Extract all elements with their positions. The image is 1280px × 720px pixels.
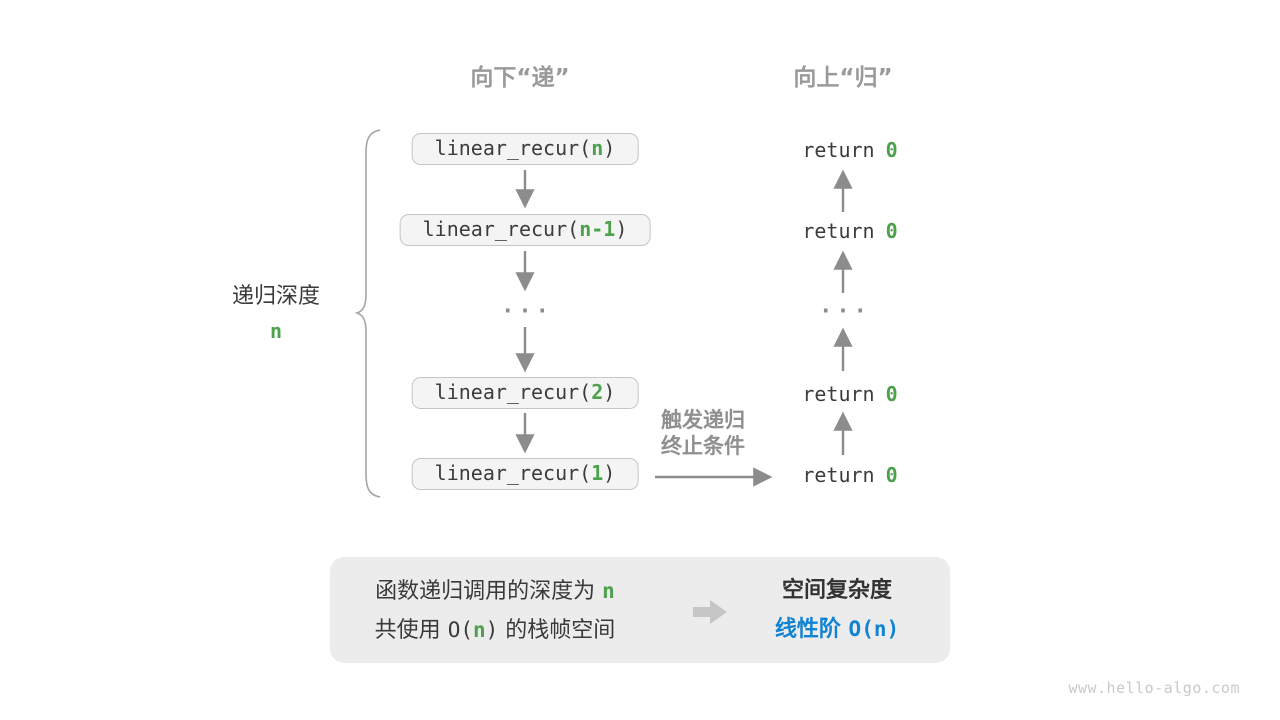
big-o-open: O( [447,618,473,642]
base-case-trigger-label: 触发递归 终止条件 [661,407,745,459]
complexity-title: 空间复杂度 [781,578,892,603]
return-statement: return 0 [802,382,897,406]
call-code: linear_recur( [434,380,592,404]
implies-arrow-icon [693,600,727,624]
summary-text: 共使用 [374,618,441,643]
header-ascend: 向上“归” [793,65,893,91]
return-statement: return 0 [802,138,897,162]
call-arg: n [591,136,604,160]
call-arg: n-1 [579,217,616,241]
trigger-line-2: 终止条件 [661,434,745,458]
return-statement: return 0 [802,219,897,243]
return-value: 0 [885,219,898,243]
return-keyword: return [802,219,875,243]
call-box-1: linear_recur(1) [411,458,639,490]
return-keyword: return [802,382,875,406]
call-code: linear_recur( [434,136,592,160]
recursion-depth-label: 递归深度 [231,284,321,309]
call-code: linear_recur( [422,217,580,241]
summary-explanation: 函数递归调用的深度为 n 共使用 O(n) 的栈帧空间 [345,572,645,650]
depth-brace [354,129,381,498]
call-box-n: linear_recur(n) [411,133,639,165]
trigger-line-1: 触发递归 [661,408,745,432]
return-keyword: return [802,138,875,162]
big-o-notation: O(n) [448,618,499,642]
recursion-depth-var: n [269,319,283,343]
return-value: 0 [885,382,898,406]
return-statement: return 0 [802,463,897,487]
complexity-result: 空间复杂度 线性阶 O(n) [742,572,932,649]
complexity-value: 线性阶 O(n) [742,610,932,649]
complexity-big-o: O(n) [848,617,900,641]
return-value: 0 [885,138,898,162]
return-value: 0 [885,463,898,487]
big-o-close: ) [485,618,499,642]
call-code: ) [603,380,616,404]
complexity-order-label: 线性阶 [774,617,841,642]
ellipsis-calls: ... [501,293,553,319]
call-code: ) [603,136,616,160]
call-code: ) [603,461,616,485]
call-code: linear_recur( [434,461,592,485]
summary-text: 的栈帧空间 [505,618,616,643]
header-descend: 向下“递” [470,65,570,91]
call-code: ) [615,217,628,241]
return-keyword: return [802,463,875,487]
summary-line-1: 函数递归调用的深度为 n [345,572,645,611]
call-arg: 1 [591,461,604,485]
summary-line-2: 共使用 O(n) 的栈帧空间 [345,611,645,650]
big-o-var: n [472,618,486,642]
call-box-n-1: linear_recur(n-1) [399,214,651,246]
summary-var: n [602,579,615,603]
site-watermark: www.hello-algo.com [1068,679,1240,697]
call-box-2: linear_recur(2) [411,377,639,409]
complexity-summary-panel: 函数递归调用的深度为 n 共使用 O(n) 的栈帧空间 空间复杂度 线性阶 O(… [330,557,950,663]
ellipsis-returns: ... [819,293,871,319]
summary-text: 函数递归调用的深度为 [375,579,596,604]
call-arg: 2 [591,380,604,404]
